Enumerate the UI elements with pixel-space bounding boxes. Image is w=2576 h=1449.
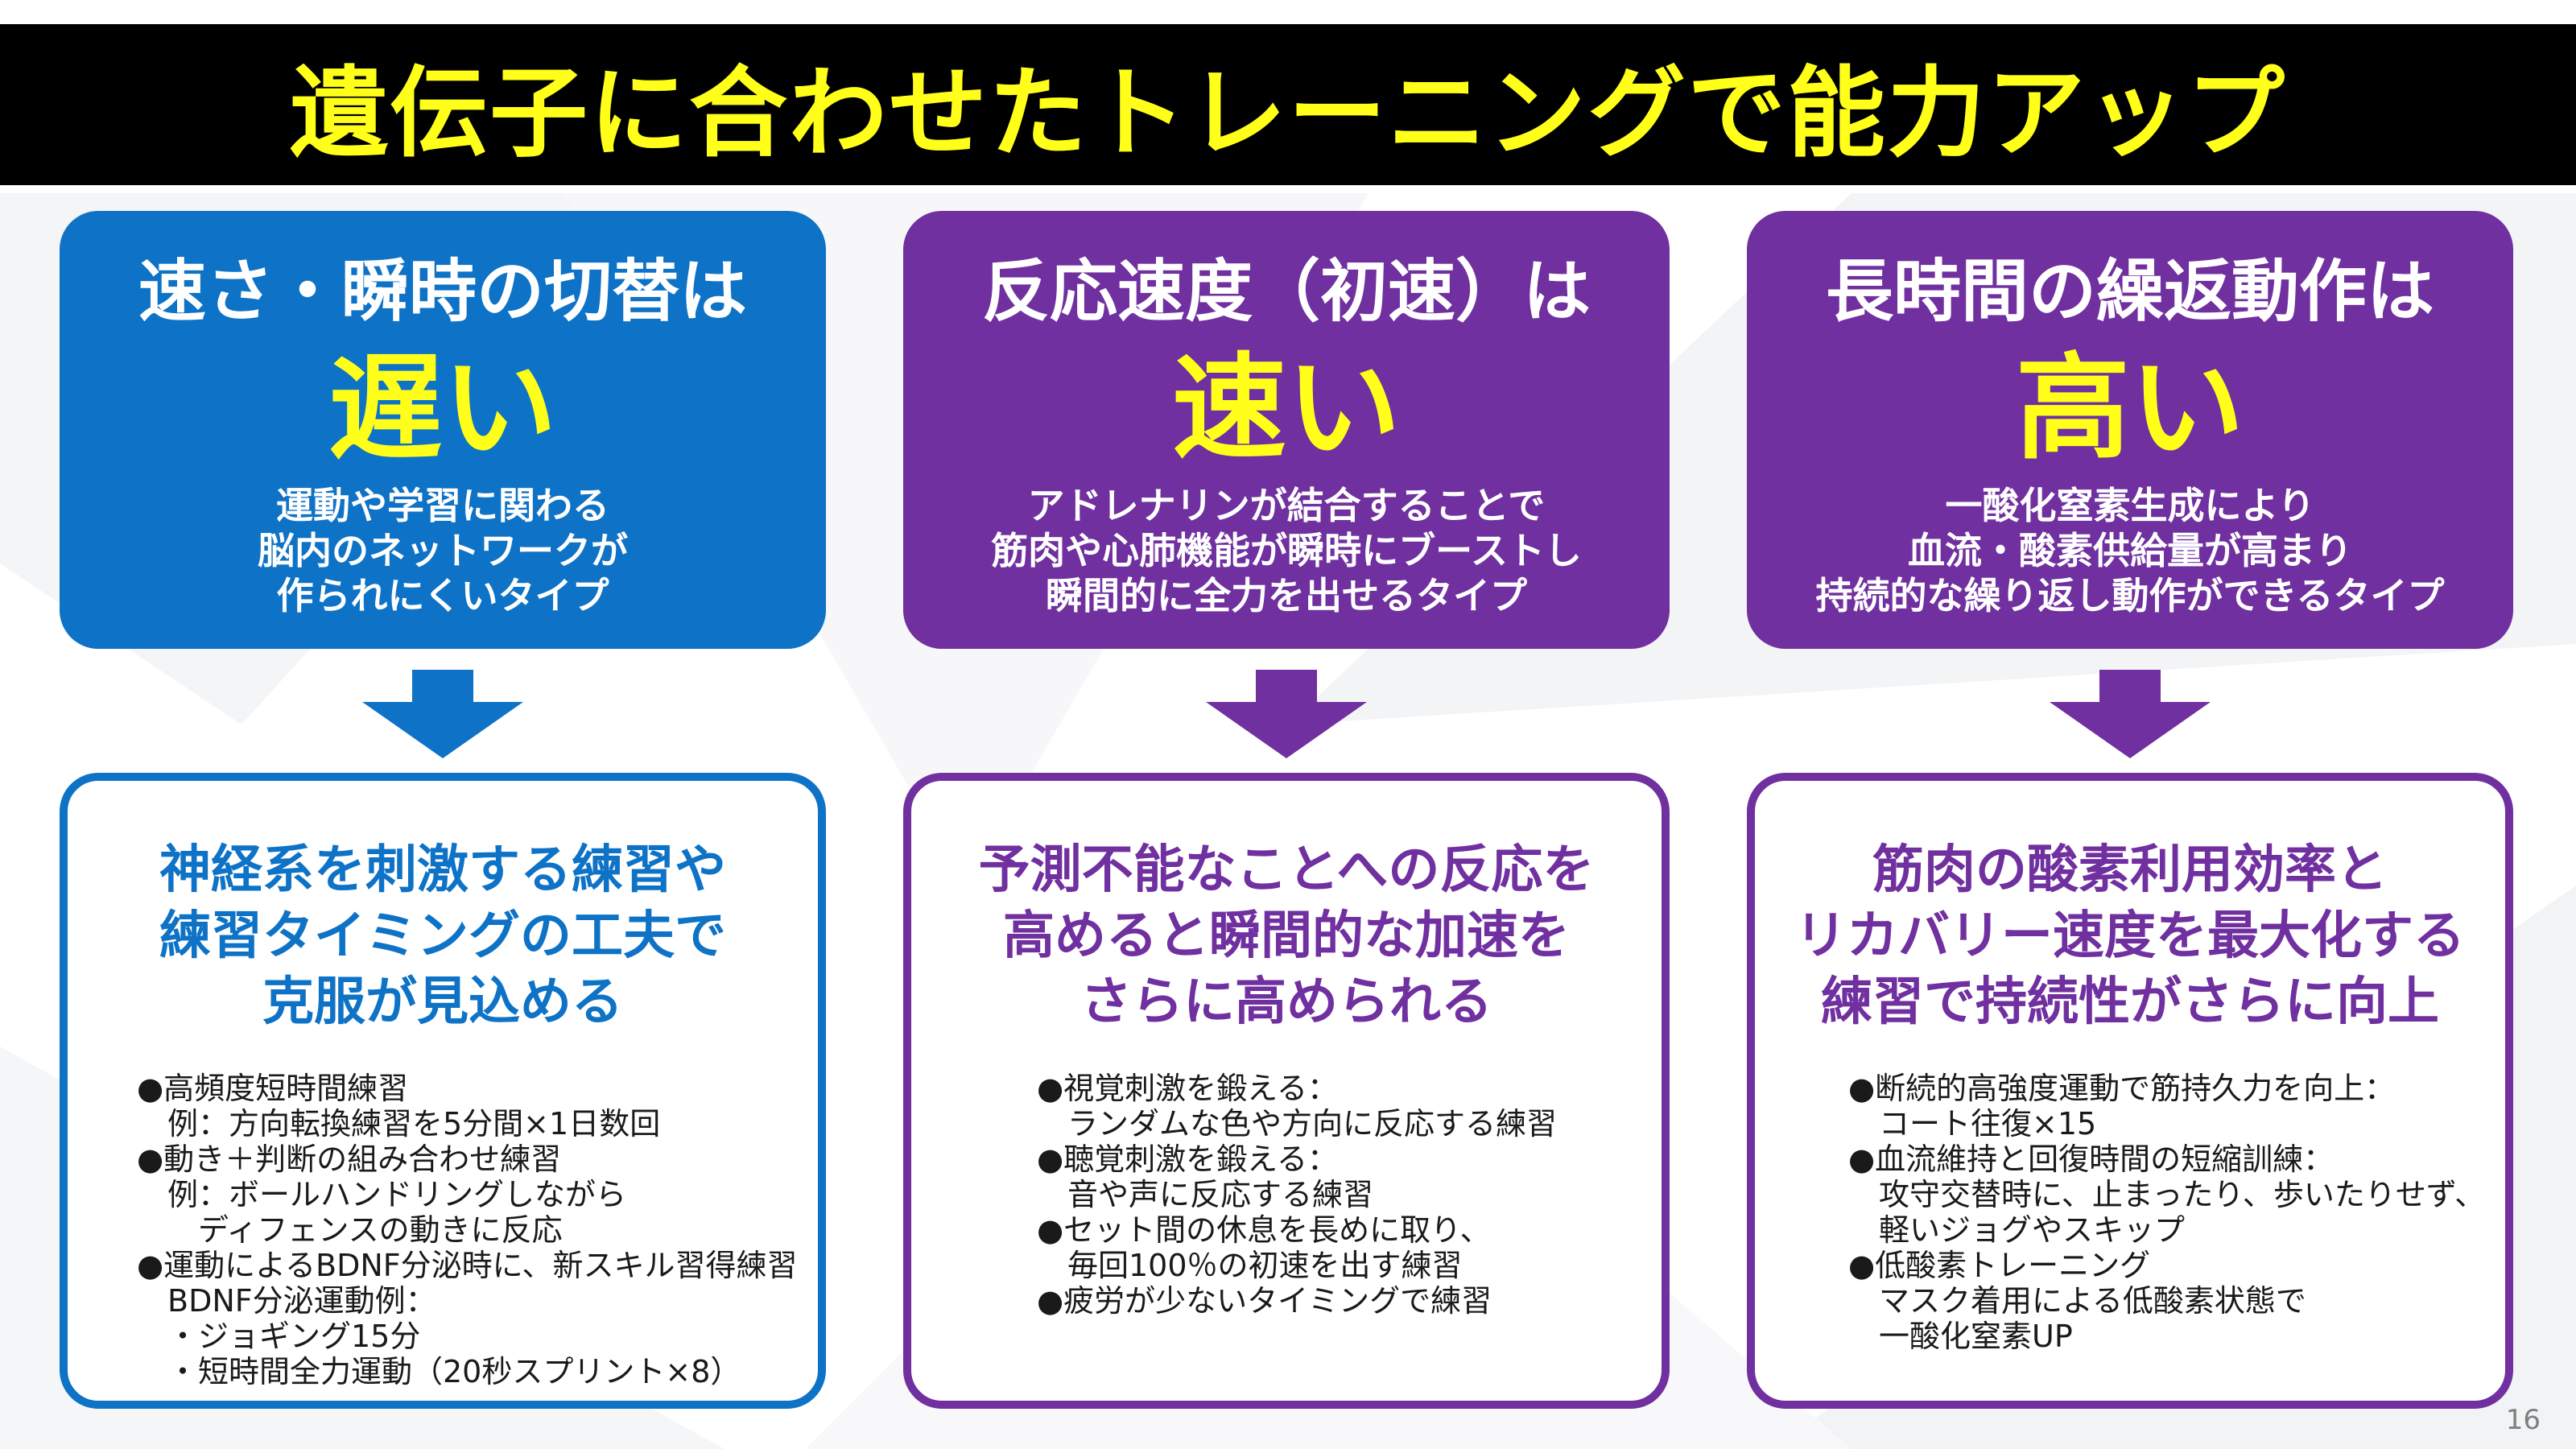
bottom-card-reaction: 予測不能なことへの反応を 高めると瞬間的な加速を さらに高められる ●視覚刺激を…: [903, 773, 1670, 1409]
down-arrow-icon: [1206, 670, 1367, 758]
detail-line: ランダムな色や方向に反応する練習: [1037, 1106, 1558, 1141]
detail-line: コート往復×15: [1848, 1106, 2097, 1141]
detail-line: ●断続的高強度運動で筋持久力を向上：: [1848, 1071, 2396, 1106]
card-description: アドレナリンが結合することで 筋肉や心肺機能が瞬時にブーストし 瞬間的に全力を出…: [991, 483, 1582, 618]
bottom-card-speed: 神経系を刺激する練習や 練習タイミングの工夫で 克服が見込める ●高頻度短時間練…: [60, 773, 826, 1409]
desc-line: アドレナリンが結合することで: [1027, 484, 1546, 527]
detail-line: ●疲労が少ないタイミングで練習: [1037, 1283, 1492, 1319]
detail-line: 音や声に反応する練習: [1037, 1177, 1374, 1212]
card-headline: 予測不能なことへの反応を 高めると瞬間的な加速を さらに高められる: [979, 837, 1595, 1035]
detail-line: ・短時間全力運動（20秒スプリント×8）: [137, 1354, 741, 1389]
detail-line: ●動き＋判断の組み合わせ練習: [137, 1141, 562, 1177]
detail-line: ・ジョギング15分: [137, 1319, 421, 1354]
down-arrow-icon: [362, 670, 523, 758]
headline-line: 練習で持続性がさらに向上: [1821, 972, 2439, 1032]
detail-line: BDNF分泌運動例：: [137, 1283, 436, 1319]
headline-line: 高めると瞬間的な加速を: [1003, 906, 1570, 966]
card-heading: 長時間の繰返動作は: [1825, 252, 2434, 331]
headline-line: 筋肉の酸素利用効率と: [1872, 840, 2388, 900]
detail-line: ●低酸素トレーニング: [1848, 1248, 2151, 1283]
headline-line: 予測不能なことへの反応を: [978, 840, 1595, 900]
detail-line: ●聴覚刺激を鍛える：: [1037, 1141, 1339, 1177]
card-description: 一酸化窒素生成により 血流・酸素供給量が高まり 持続的な繰り返し動作ができるタイ…: [1815, 483, 2444, 618]
card-verdict: 遅い: [328, 342, 557, 475]
top-card-endurance: 長時間の繰返動作は 高い 一酸化窒素生成により 血流・酸素供給量が高まり 持続的…: [1747, 211, 2513, 649]
headline-line: 練習タイミングの工夫で: [159, 906, 726, 966]
card-verdict: 高い: [2016, 342, 2244, 475]
detail-line: ●運動によるBDNF分泌時に、新スキル習得練習: [137, 1248, 798, 1283]
card-heading: 反応速度（初速）は: [981, 252, 1591, 331]
card-heading: 速さ・瞬時の切替は: [138, 252, 747, 331]
down-arrow-icon: [2050, 670, 2211, 758]
detail-line: 攻守交替時に、止まったり、歩いたりせず、: [1848, 1177, 2486, 1212]
detail-line: マスク着用による低酸素状態で: [1848, 1283, 2306, 1319]
desc-line: 作られにくいタイプ: [276, 574, 609, 617]
desc-line: 脳内のネットワークが: [258, 529, 628, 572]
headline-line: 神経系を刺激する練習や: [159, 840, 726, 900]
desc-line: 瞬間的に全力を出せるタイプ: [1045, 574, 1527, 617]
desc-line: 運動や学習に関わる: [276, 484, 609, 527]
title-bar: 遺伝子に合わせたトレーニングで能力アップ: [0, 24, 2576, 185]
desc-line: 一酸化窒素生成により: [1945, 484, 2315, 527]
desc-line: 血流・酸素供給量が高まり: [1908, 529, 2352, 572]
card-details: ●高頻度短時間練習 例：方向転換練習を5分間×1日数回 ●動き＋判断の組み合わせ…: [137, 1071, 798, 1389]
desc-line: 持続的な繰り返し動作ができるタイプ: [1815, 574, 2445, 617]
card-details: ●断続的高強度運動で筋持久力を向上： コート往復×15 ●血流維持と回復時間の短…: [1848, 1071, 2485, 1354]
card-headline: 筋肉の酸素利用効率と リカバリー速度を最大化する 練習で持続性がさらに向上: [1795, 837, 2465, 1035]
headline-line: 克服が見込める: [262, 972, 623, 1032]
detail-line: ●血流維持と回復時間の短縮訓練：: [1848, 1141, 2334, 1177]
detail-line: 毎回100％の初速を出す練習: [1037, 1248, 1463, 1283]
detail-line: ●視覚刺激を鍛える：: [1037, 1071, 1339, 1106]
headline-line: リカバリー速度を最大化する: [1795, 906, 2465, 966]
detail-line: 例：方向転換練習を5分間×1日数回: [137, 1106, 661, 1141]
bottom-card-endurance: 筋肉の酸素利用効率と リカバリー速度を最大化する 練習で持続性がさらに向上 ●断…: [1747, 773, 2513, 1409]
detail-line: ●高頻度短時間練習: [137, 1071, 409, 1106]
card-headline: 神経系を刺激する練習や 練習タイミングの工夫で 克服が見込める: [159, 837, 726, 1035]
card-verdict: 速い: [1172, 342, 1401, 475]
headline-line: さらに高められる: [1080, 972, 1492, 1032]
slide-title: 遺伝子に合わせたトレーニングで能力アップ: [290, 56, 2286, 171]
detail-line: 例：ボールハンドリングしながら: [137, 1177, 627, 1212]
card-details: ●視覚刺激を鍛える： ランダムな色や方向に反応する練習 ●聴覚刺激を鍛える： 音…: [1037, 1071, 1557, 1319]
detail-line: ●セット間の休息を長めに取り、: [1037, 1212, 1491, 1248]
card-description: 運動や学習に関わる 脳内のネットワークが 作られにくいタイプ: [258, 483, 628, 618]
top-card-reaction: 反応速度（初速）は 速い アドレナリンが結合することで 筋肉や心肺機能が瞬時にブ…: [903, 211, 1670, 649]
detail-line: 軽いジョグやスキップ: [1848, 1212, 2186, 1248]
top-card-speed: 速さ・瞬時の切替は 遅い 運動や学習に関わる 脳内のネットワークが 作られにくい…: [60, 211, 826, 649]
detail-line: 一酸化窒素UP: [1848, 1319, 2073, 1354]
detail-line: ディフェンスの動きに反応: [137, 1212, 563, 1248]
page-number: 16: [2505, 1404, 2541, 1436]
desc-line: 筋肉や心肺機能が瞬時にブーストし: [991, 529, 1582, 572]
